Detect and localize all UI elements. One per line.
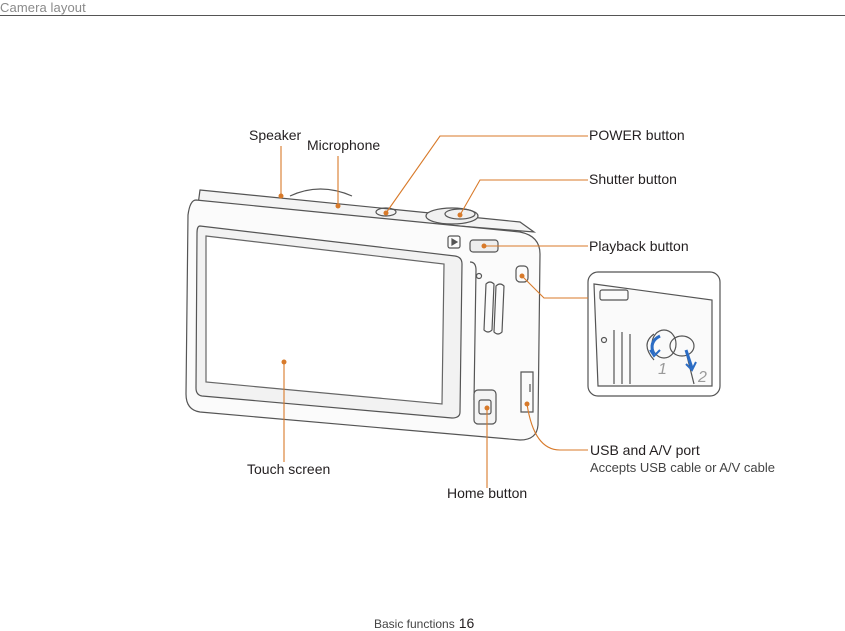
home-button-label: Home button — [447, 485, 528, 501]
shutter-button-label: Shutter button — [589, 171, 677, 187]
power-leader — [385, 135, 588, 214]
microphone-label: Microphone — [307, 137, 381, 153]
usb-port-label: USB and A/V port — [590, 442, 700, 458]
power-dot — [383, 210, 389, 216]
touch-screen-dot — [281, 359, 287, 365]
eyelet-leader — [521, 275, 588, 299]
usb-dot — [524, 401, 530, 407]
inset-step-2: 2 — [697, 369, 707, 386]
title-divider — [0, 15, 845, 16]
power-button-label: POWER button — [589, 127, 685, 143]
microphone-dot — [335, 203, 341, 209]
touch-screen-label: Touch screen — [247, 461, 331, 477]
shutter-leader — [459, 179, 588, 216]
eyelet-dot — [519, 273, 525, 279]
playback-button-label: Playback button — [589, 238, 689, 254]
shutter-dot — [457, 212, 463, 218]
section-title: Camera layout — [0, 0, 86, 15]
page-number: 16 — [458, 615, 475, 631]
playback-dot — [481, 243, 487, 249]
speaker-label: Speaker — [249, 127, 302, 143]
home-dot — [484, 405, 490, 411]
usb-leader — [526, 403, 588, 451]
strap-arrows — [649, 334, 697, 372]
usb-port-description: Accepts USB cable or A/V cable — [590, 460, 775, 475]
speaker-dot — [278, 193, 284, 199]
inset-step-1: 1 — [658, 361, 667, 378]
camera-body — [185, 188, 541, 441]
footer-section: Basic functions — [374, 617, 455, 631]
